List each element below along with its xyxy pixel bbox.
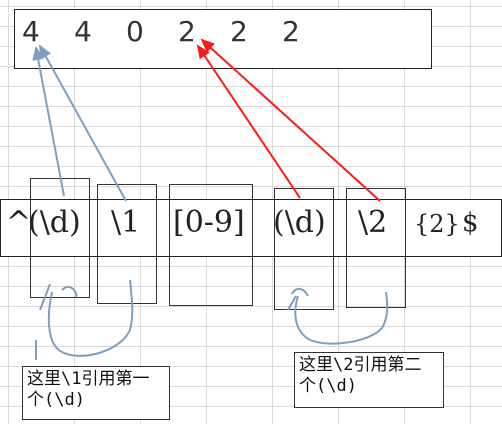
blue-arrow-backref1 bbox=[39, 44, 127, 202]
regex-backref1: \1 bbox=[111, 205, 141, 240]
note2-line2: 个(\d) bbox=[299, 376, 357, 396]
backref2-frame bbox=[346, 188, 406, 308]
digit-6: 2 bbox=[282, 15, 300, 48]
red-arrow-group2 bbox=[196, 44, 301, 199]
blue-arrow-group1 bbox=[32, 46, 65, 197]
digit-2: 4 bbox=[74, 15, 92, 48]
digit-4: 2 bbox=[178, 15, 196, 48]
blue-curve-1 bbox=[39, 279, 134, 357]
backref1-frame bbox=[97, 184, 157, 304]
note1-line1: 这里\1引用第一 bbox=[27, 369, 150, 389]
regex-charclass: [0-9] bbox=[173, 205, 245, 240]
regex-dollar: $ bbox=[462, 208, 479, 238]
blue-curve-2 bbox=[287, 288, 389, 345]
charclass-frame bbox=[169, 184, 253, 306]
regex-group1: (\d) bbox=[28, 205, 81, 240]
regex-strip bbox=[0, 199, 502, 257]
regex-caret: ^ bbox=[6, 205, 32, 240]
digit-3: 0 bbox=[126, 15, 144, 48]
red-arrow-backref2 bbox=[200, 38, 381, 202]
regex-backref2: \2 bbox=[358, 205, 388, 240]
regex-quantifier: {2} bbox=[414, 210, 460, 238]
note-backref2: 这里\2引用第二 个(\d) bbox=[294, 352, 444, 408]
note1-line2: 个(\d) bbox=[27, 390, 85, 410]
digit-5: 2 bbox=[230, 15, 248, 48]
group2-frame bbox=[274, 188, 334, 310]
digit-1: 4 bbox=[22, 15, 40, 48]
note2-line1: 这里\2引用第二 bbox=[299, 355, 422, 375]
note-backref1: 这里\1引用第一 个(\d) bbox=[22, 366, 170, 420]
regex-group2: (\d) bbox=[273, 205, 326, 240]
